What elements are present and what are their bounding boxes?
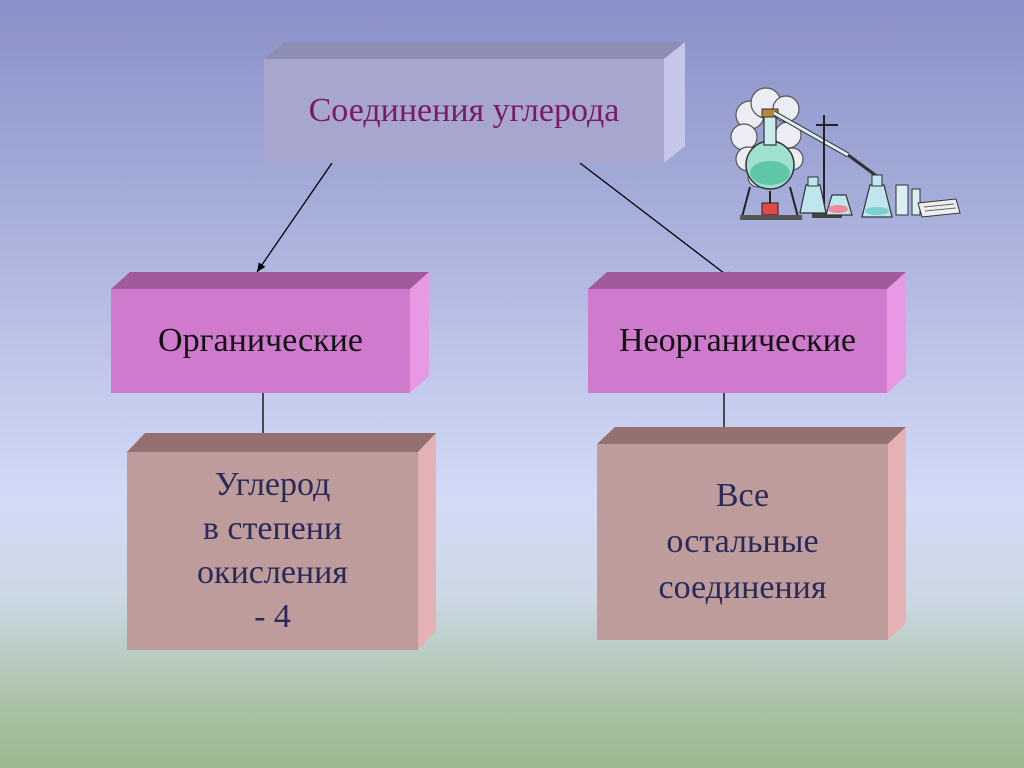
inorganic-node-label: Неорганические bbox=[588, 289, 887, 393]
inorganic-detail-line: Все bbox=[715, 477, 770, 514]
root-node-label: Соединения углерода bbox=[264, 59, 664, 163]
organic-node-side-face bbox=[410, 272, 429, 393]
arrow-root-to-inorganic bbox=[579, 162, 734, 281]
inorganic-node: Неорганические bbox=[588, 272, 906, 393]
organic-detail-line: - 4 bbox=[254, 598, 291, 635]
inorganic-detail-text: Все остальные соединения bbox=[597, 444, 888, 640]
root-node-side-face bbox=[664, 42, 685, 163]
inorganic-detail-line: остальные bbox=[666, 523, 819, 560]
inorganic-detail-top-face bbox=[597, 427, 906, 444]
organic-detail-line: окисления bbox=[197, 554, 348, 591]
organic-node-top-face bbox=[111, 272, 429, 289]
root-node-top-face bbox=[264, 42, 685, 59]
inorganic-node-side-face bbox=[887, 272, 906, 393]
organic-detail-side-face bbox=[418, 433, 436, 650]
inorganic-detail-node: Все остальные соединения bbox=[597, 427, 906, 640]
organic-node-label: Органические bbox=[111, 289, 410, 393]
organic-detail-text: Углерод в степени окисления - 4 bbox=[127, 452, 418, 650]
root-node: Соединения углерода bbox=[264, 42, 685, 163]
inorganic-detail-side-face bbox=[888, 427, 906, 640]
inorganic-node-top-face bbox=[588, 272, 906, 289]
chemistry-lab-apparatus-icon bbox=[730, 87, 961, 220]
inorganic-detail-line: соединения bbox=[658, 569, 827, 606]
organic-detail-line: Углерод bbox=[214, 466, 331, 503]
organic-node: Органические bbox=[111, 272, 429, 393]
organic-detail-line: в степени bbox=[202, 510, 343, 547]
organic-detail-node: Углерод в степени окисления - 4 bbox=[127, 433, 436, 650]
organic-detail-top-face bbox=[127, 433, 436, 452]
arrow-root-to-organic bbox=[256, 162, 333, 273]
